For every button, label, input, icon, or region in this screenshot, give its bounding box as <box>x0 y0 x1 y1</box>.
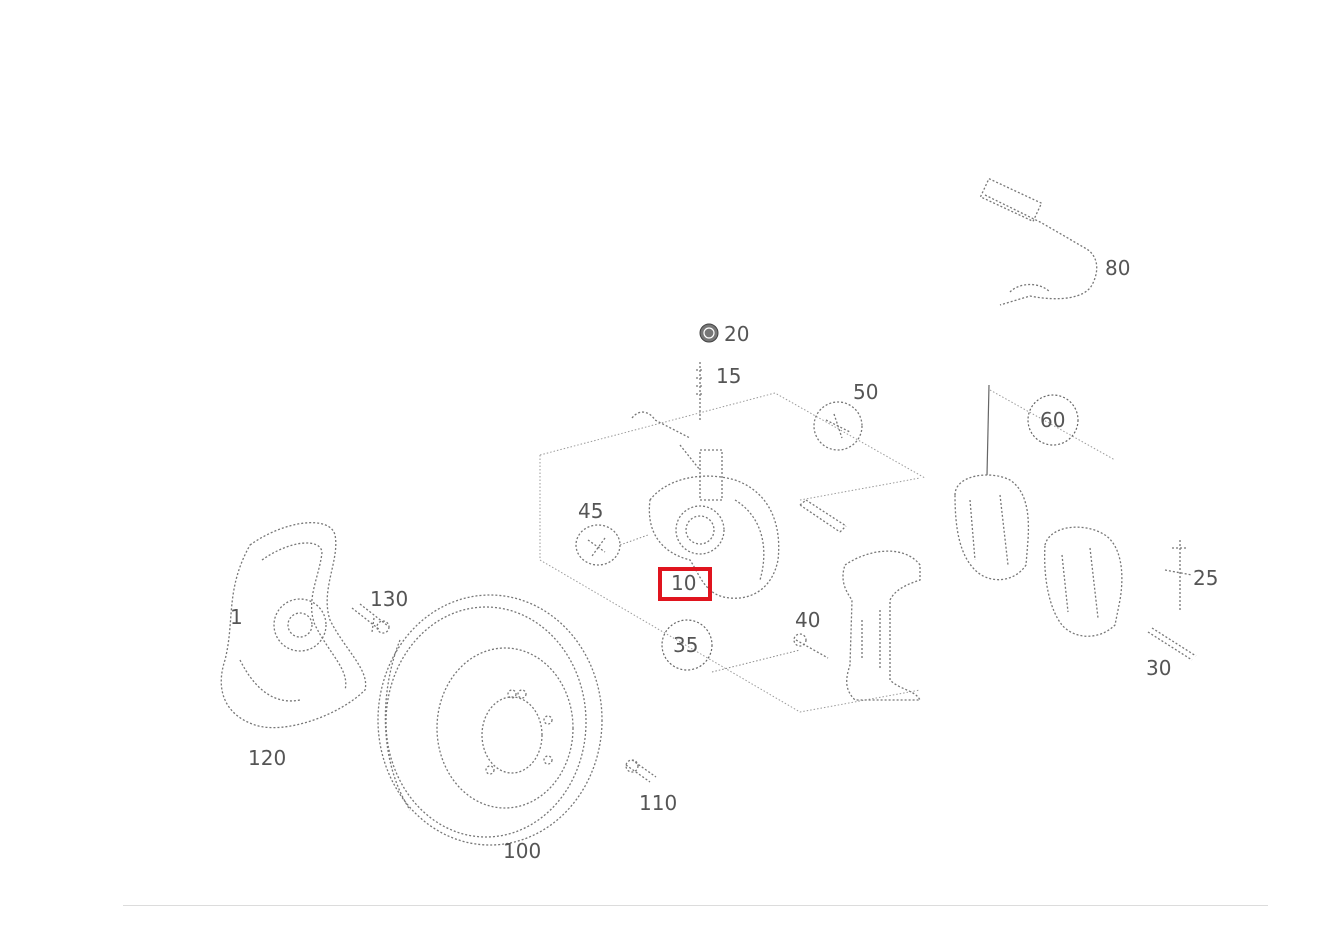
part-30-pin[interactable] <box>1147 627 1197 661</box>
label-part-15: 15 <box>716 364 741 388</box>
label-part-20: 20 <box>724 322 749 346</box>
label-circle-35 <box>661 619 713 671</box>
label-part-120: 120 <box>248 746 286 770</box>
label-part-110: 110 <box>639 791 677 815</box>
label-part-60: 60 <box>1040 408 1065 432</box>
label-part-10[interactable]: 10 <box>671 571 696 595</box>
part-10-brake-caliper[interactable] <box>648 449 780 599</box>
highlight-box-part-10 <box>658 567 712 601</box>
caliper-assembly-frame-top <box>539 392 926 479</box>
caliper-bolt <box>799 477 921 533</box>
part-130-screw[interactable] <box>351 603 390 634</box>
part-35-brake-carrier[interactable] <box>842 550 922 701</box>
label-circle-60 <box>1027 394 1079 446</box>
label-part-25: 25 <box>1193 566 1218 590</box>
label-part-130: 130 <box>370 587 408 611</box>
label-part-100: 100 <box>503 839 541 863</box>
part-80-wear-sensor[interactable] <box>979 177 1098 306</box>
part-60-brake-pads[interactable] <box>954 474 1123 637</box>
pad-group-line-top <box>989 389 1116 461</box>
label-part-30: 30 <box>1146 656 1171 680</box>
part-15-bleeder-screw[interactable] <box>696 362 704 420</box>
part-50-cap[interactable] <box>813 401 863 451</box>
part-100-brake-disc[interactable] <box>377 594 603 846</box>
part-25-spring[interactable] <box>1164 540 1193 610</box>
pad-group-line-vertical <box>986 384 990 476</box>
bottom-divider <box>123 905 1268 906</box>
caliper-assembly-frame <box>539 455 921 713</box>
part-45-cap[interactable] <box>575 524 649 566</box>
label-part-1: 1 <box>230 605 243 629</box>
label-part-50: 50 <box>853 380 878 404</box>
caliper-guide-bolt <box>631 411 701 471</box>
label-part-40: 40 <box>795 608 820 632</box>
label-part-35: 35 <box>673 633 698 657</box>
part-20-cap[interactable] <box>699 323 719 343</box>
label-part-45: 45 <box>578 499 603 523</box>
part-110-screw[interactable] <box>625 759 657 783</box>
part-40-screw[interactable] <box>711 633 829 673</box>
part-120-dust-shield[interactable] <box>220 522 367 729</box>
label-part-80: 80 <box>1105 256 1130 280</box>
